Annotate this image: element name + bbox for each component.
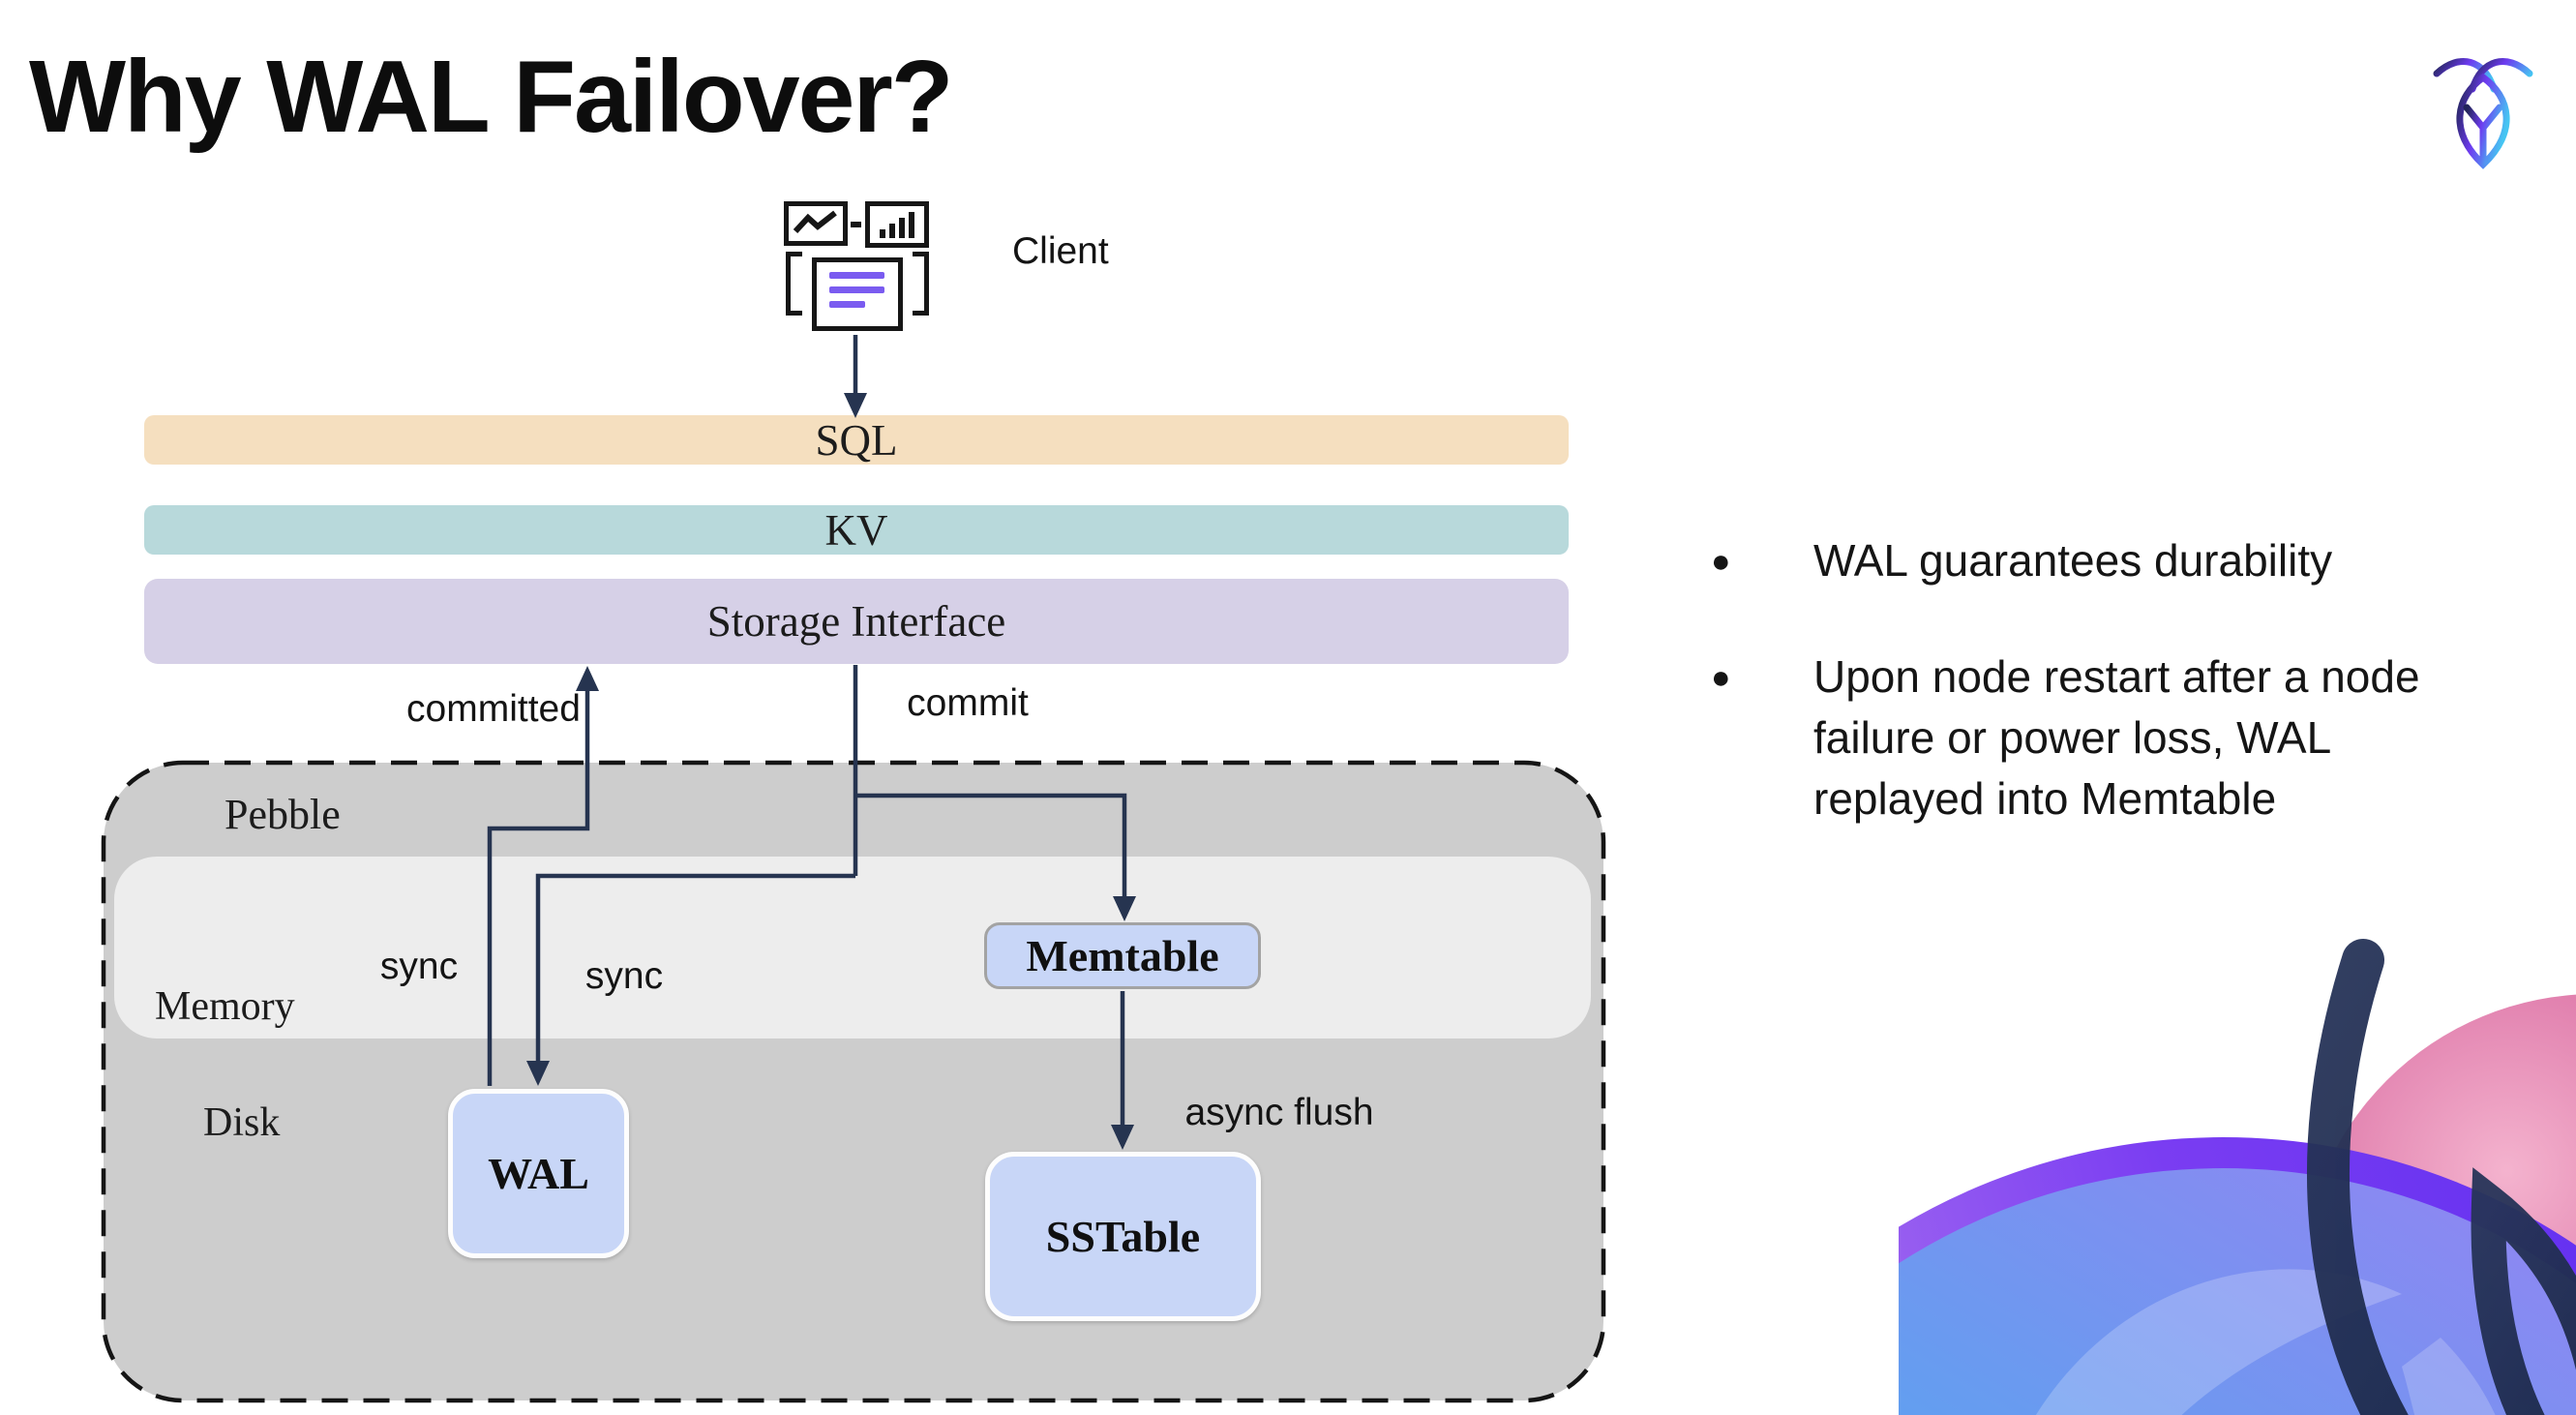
layer-kv: KV: [144, 505, 1569, 555]
disk-label: Disk: [203, 1100, 281, 1145]
sstable-label: SSTable: [1045, 1212, 1201, 1261]
dash-connector: [851, 222, 861, 227]
bullet-dot-icon: ●: [1711, 659, 1731, 696]
line-chart-icon: [784, 201, 848, 246]
client-icon: [782, 197, 937, 335]
memory-label: Memory: [155, 984, 295, 1029]
corner-art: [1899, 912, 2576, 1415]
wal-label: WAL: [488, 1149, 589, 1198]
layer-storage-label: Storage Interface: [706, 597, 1006, 646]
document-icon: [812, 257, 903, 331]
bullet-text: Upon node restart after a node failure o…: [1813, 651, 2420, 824]
layer-kv-label: KV: [824, 505, 888, 555]
sync-right-edge-label: sync: [584, 955, 664, 997]
pebble-label: Pebble: [225, 791, 341, 838]
committed-edge-label: committed: [406, 688, 581, 730]
sync-left-edge-label: sync: [379, 946, 459, 987]
bracket-left-icon: [786, 252, 802, 316]
cockroachdb-gradient-mark: [1899, 939, 2576, 1415]
cockroachdb-logo-icon: [2433, 58, 2533, 169]
bullet-list: ● WAL guarantees durability ● Upon node …: [1711, 530, 2543, 884]
page-title: Why WAL Failover?: [29, 40, 953, 154]
async-flush-edge-label: async flush: [1184, 1092, 1374, 1133]
client-label: Client: [1012, 230, 1109, 272]
memtable-label: Memtable: [1026, 931, 1219, 980]
list-item: ● WAL guarantees durability: [1711, 530, 2543, 592]
layer-sql-label: SQL: [815, 415, 898, 465]
bullet-text: WAL guarantees durability: [1813, 535, 2333, 586]
memory-band: [114, 857, 1591, 1039]
wal-node: WAL: [448, 1089, 629, 1258]
layer-storage-interface: Storage Interface: [144, 579, 1569, 664]
memtable-node: Memtable: [984, 922, 1261, 989]
sstable-node: SSTable: [985, 1152, 1261, 1321]
layer-sql: SQL: [144, 415, 1569, 465]
bar-chart-icon: [865, 201, 929, 248]
commit-edge-label: commit: [907, 682, 1029, 724]
list-item: ● Upon node restart after a node failure…: [1711, 647, 2543, 829]
bullet-dot-icon: ●: [1711, 543, 1731, 580]
bracket-right-icon: [913, 252, 929, 316]
